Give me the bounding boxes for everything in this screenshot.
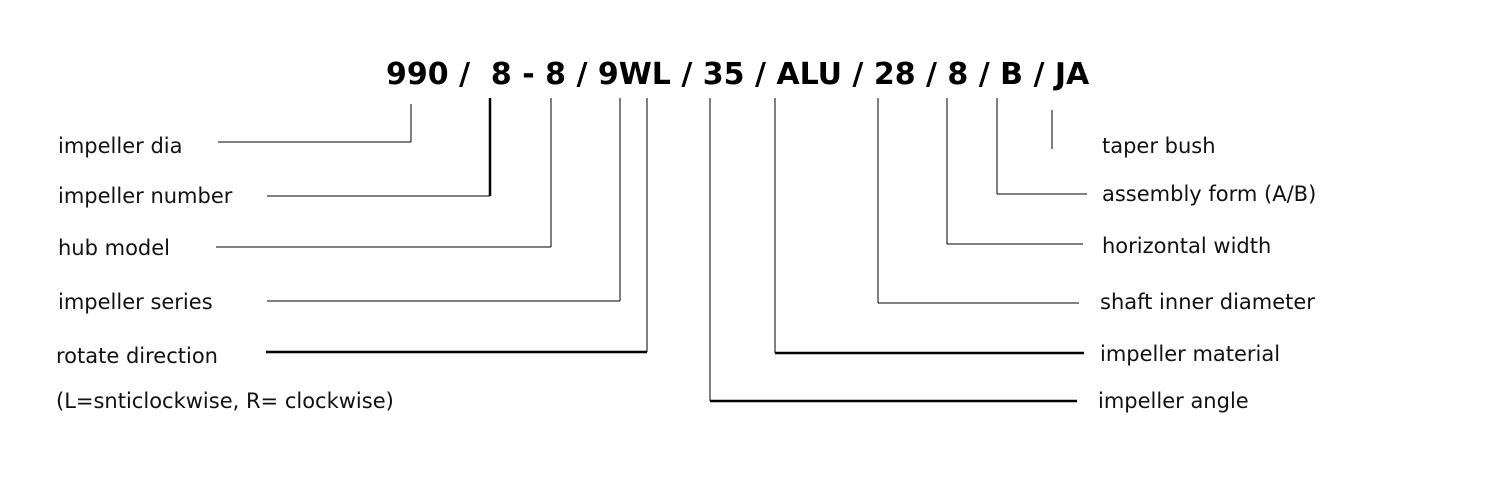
- model-code: 990 / 8 - 8 / 9WL / 35 / ALU / 28 / 8 / …: [386, 57, 1090, 92]
- label-impeller-series: impeller series: [58, 290, 213, 314]
- label-impeller-angle: impeller angle: [1098, 389, 1249, 413]
- label-impeller-number: impeller number: [58, 184, 233, 208]
- leader-assembly-form: [996, 98, 1087, 195]
- label-rotate-direction: rotate direction: [56, 344, 218, 368]
- label-horizontal-width: horizontal width: [1102, 234, 1271, 258]
- leader-impeller-number: [267, 98, 492, 197]
- label-rotate-direction-note: (L=snticlockwise, R= clockwise): [56, 389, 394, 413]
- label-impeller-dia: impeller dia: [58, 134, 182, 158]
- leader-impeller-dia: [218, 104, 412, 143]
- label-impeller-material: impeller material: [1100, 342, 1280, 366]
- label-shaft-inner-diameter: shaft inner diameter: [1100, 290, 1315, 314]
- leader-impeller-angle: [709, 98, 1077, 403]
- leader-hub-model: [216, 98, 552, 248]
- label-taper-bush: taper bush: [1102, 134, 1216, 158]
- label-assembly-form: assembly form (A/B): [1102, 182, 1316, 206]
- leader-rotate-direction: [266, 98, 648, 354]
- leader-impeller-series: [267, 98, 621, 302]
- leader-shaft-inner-diameter: [877, 98, 1079, 304]
- leader-impeller-material: [774, 98, 1084, 355]
- leader-horizontal-width: [946, 98, 1083, 245]
- label-hub-model: hub model: [58, 236, 170, 260]
